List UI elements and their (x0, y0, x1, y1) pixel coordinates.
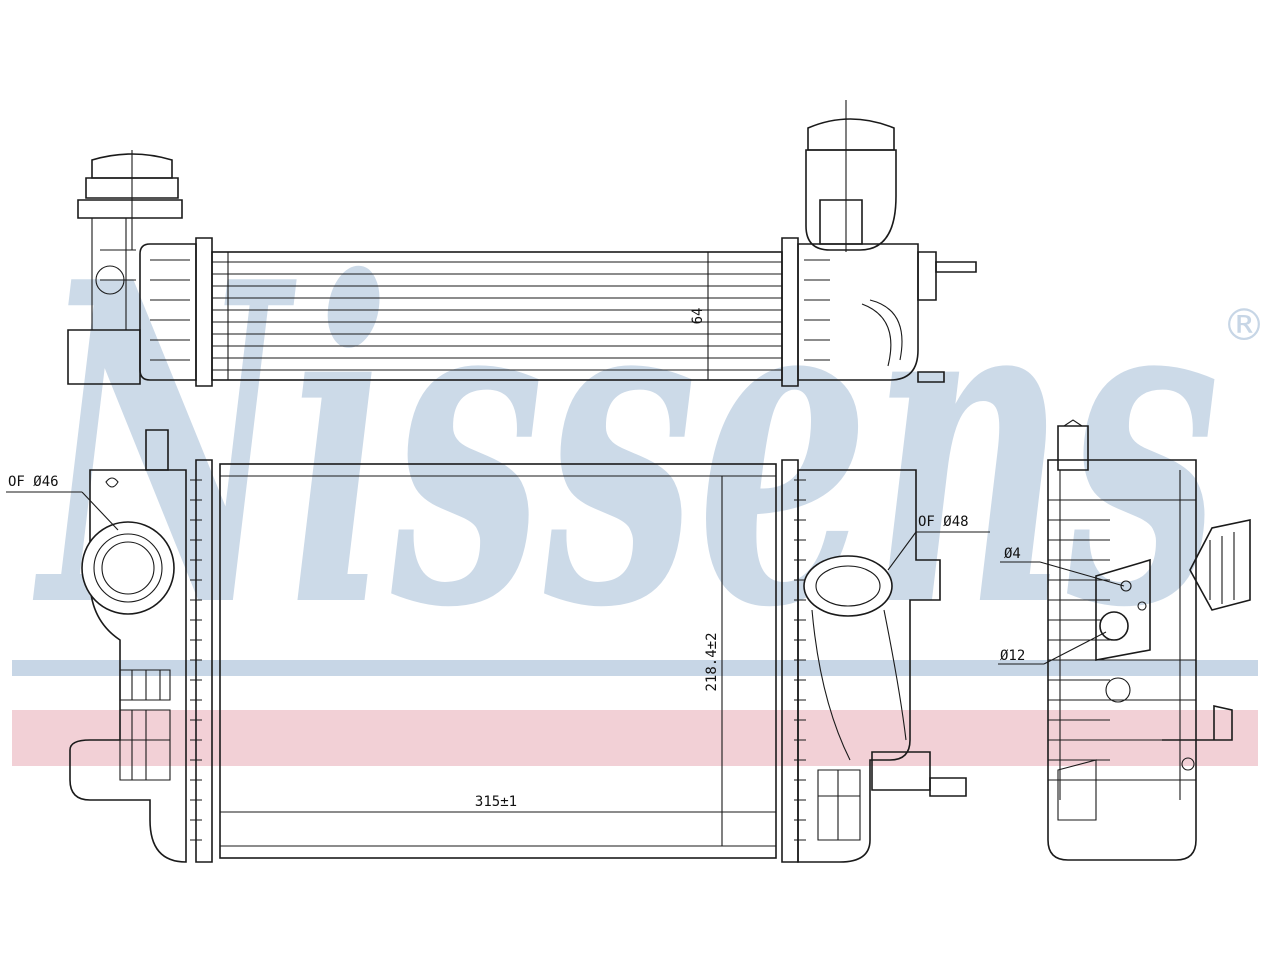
dim-top-height: 64 (690, 308, 706, 325)
watermark-brand-text: Nissens (32, 187, 1220, 704)
watermark-blue-band (12, 660, 1258, 676)
label-left-port: OF Ø46 (8, 474, 59, 490)
watermark-red-band (12, 710, 1258, 766)
label-right-port: OF Ø48 (918, 514, 969, 530)
side-view: Ø4 Ø12 (998, 419, 1251, 861)
label-hole-large: Ø12 (1000, 648, 1025, 664)
registered-mark: ® (1222, 300, 1266, 351)
front-view: 315±1 218.4±2 OF Ø46 OF Ø48 (6, 429, 990, 863)
dim-front-height: 218.4±2 (704, 632, 720, 691)
top-view: 64 (67, 100, 977, 387)
top-core-fins (212, 252, 782, 380)
label-hole-small: Ø4 (1004, 546, 1021, 562)
dim-front-width: 315±1 (475, 794, 517, 810)
